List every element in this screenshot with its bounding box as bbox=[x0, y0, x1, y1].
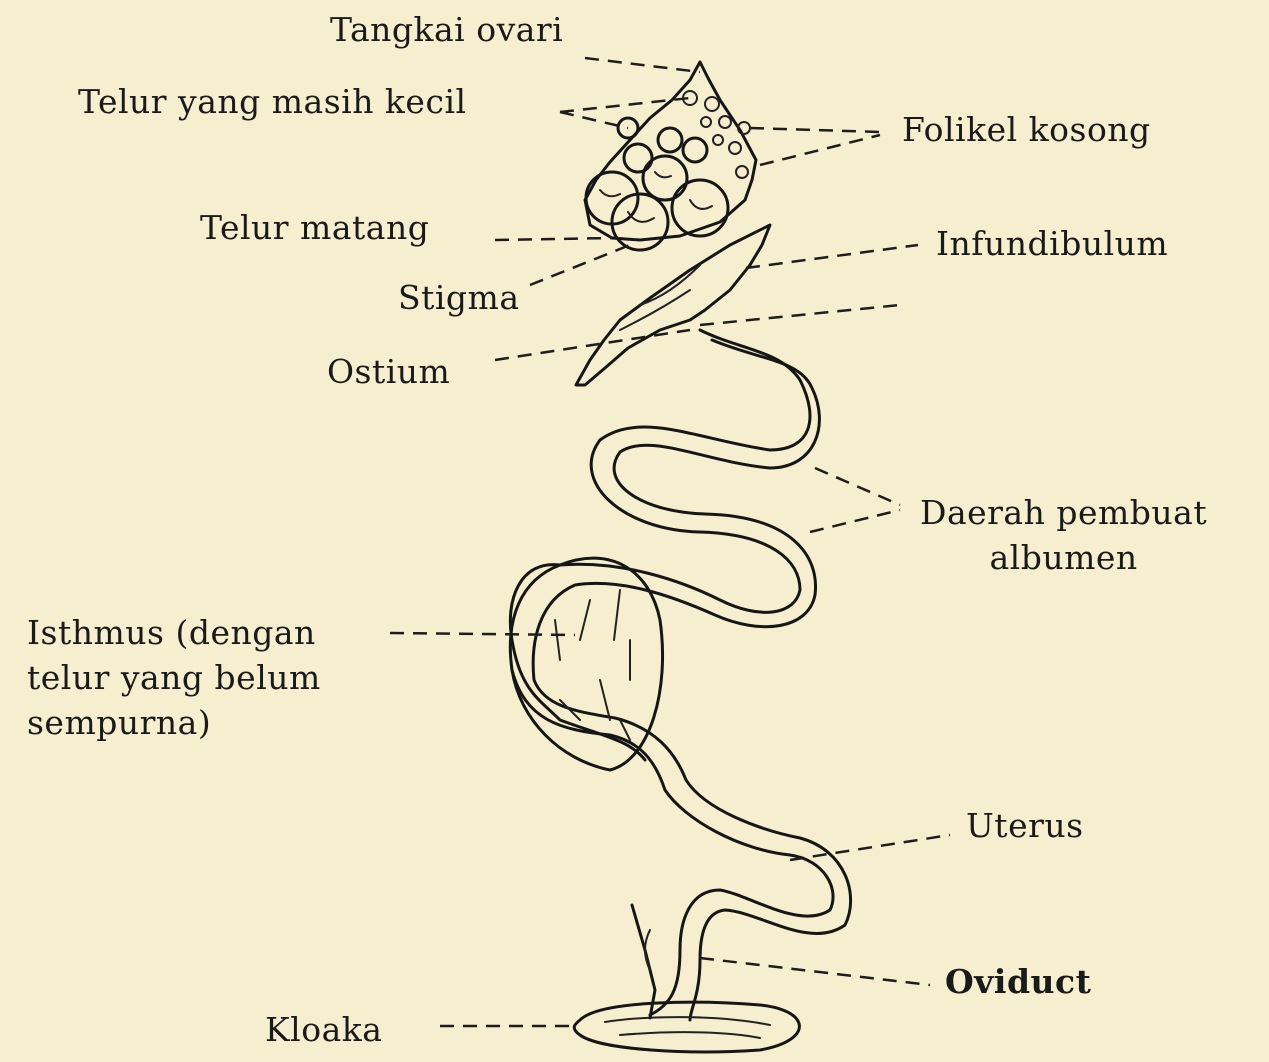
infundibulum-drawing bbox=[576, 225, 770, 385]
oviduct-tube-drawing bbox=[510, 330, 833, 1015]
ovary-drawing bbox=[585, 62, 756, 250]
kloaka-drawing bbox=[574, 1002, 799, 1052]
label-telur-kecil: Telur yang masih kecil bbox=[78, 82, 467, 121]
label-stigma: Stigma bbox=[398, 278, 520, 317]
label-oviduct: Oviduct bbox=[945, 962, 1091, 1001]
label-kloaka: Kloaka bbox=[265, 1010, 382, 1049]
label-infundibulum: Infundibulum bbox=[936, 224, 1168, 263]
leader-lines bbox=[390, 58, 950, 1026]
label-daerah-pembuat-albumen: Daerah pembuat albumen bbox=[920, 490, 1207, 580]
label-ostium: Ostium bbox=[327, 352, 450, 391]
label-tangkai-ovari: Tangkai ovari bbox=[330, 10, 563, 49]
label-telur-matang: Telur matang bbox=[200, 208, 429, 247]
label-folikel-kosong: Folikel kosong bbox=[902, 110, 1151, 149]
label-isthmus: Isthmus (dengan telur yang belum sempurn… bbox=[27, 610, 321, 745]
label-uterus: Uterus bbox=[966, 806, 1084, 845]
